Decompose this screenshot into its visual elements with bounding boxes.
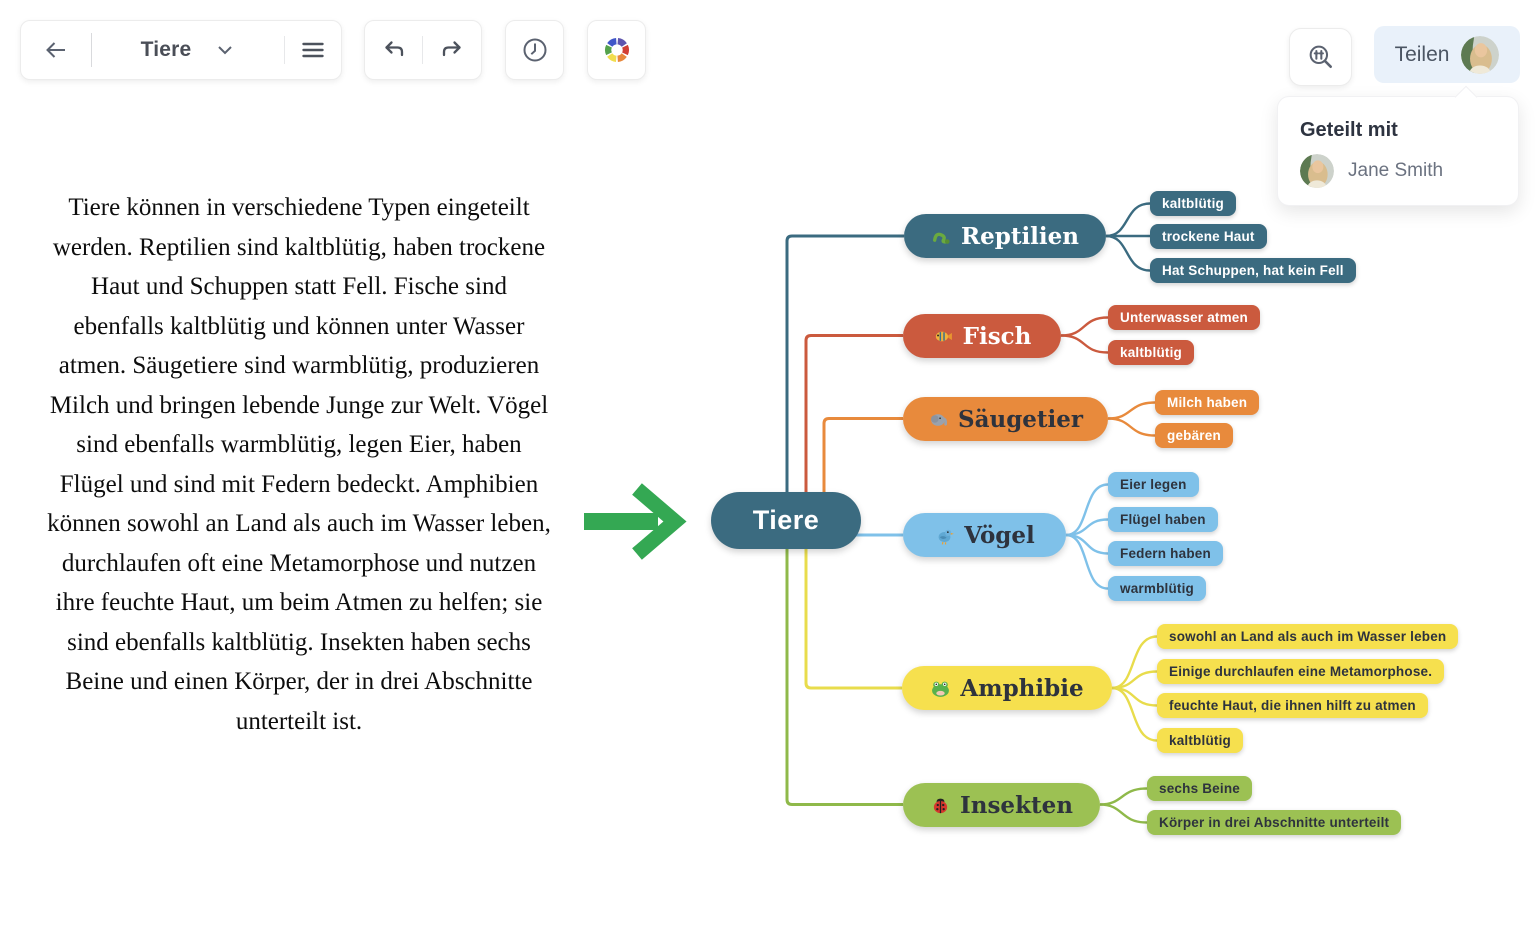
mindmap-root-node[interactable]: Tiere	[711, 492, 861, 549]
link-saeugetier	[822, 417, 903, 494]
root-label: Tiere	[752, 505, 820, 535]
leaf-node[interactable]: warmblütig	[1108, 576, 1207, 601]
elephant-icon	[931, 413, 948, 426]
leaf-node[interactable]: Hat Schuppen, hat kein Fell	[1150, 258, 1356, 283]
tropical-fish-icon	[935, 331, 952, 341]
shared-member-name: Jane Smith	[1348, 160, 1444, 181]
leaf-node[interactable]: Eier legen	[1108, 472, 1199, 497]
leaf-node[interactable]: Körper in drei Abschnitte unterteilt	[1147, 810, 1402, 835]
document-title: Tiere	[140, 38, 192, 61]
link-insekten	[785, 547, 903, 806]
branch-label: Fisch	[962, 322, 1032, 350]
leaf-node[interactable]: Unterwasser atmen	[1108, 305, 1260, 330]
leaf-node[interactable]: sowohl an Land als auch im Wasser leben	[1157, 624, 1459, 649]
branch-node-voegel[interactable]: Vögel	[903, 513, 1066, 557]
theme-toolbar	[587, 20, 646, 80]
divider	[91, 33, 92, 67]
branch-node-insekten[interactable]: Insekten	[903, 783, 1100, 827]
leaf-node[interactable]: kaltblütig	[1150, 191, 1236, 216]
document-toolbar: Tiere	[20, 20, 342, 80]
branch-node-saeugetier[interactable]: Säugetier	[903, 397, 1108, 441]
ladybug-icon	[933, 798, 948, 813]
branch-node-fisch[interactable]: Fisch	[903, 314, 1061, 358]
leaf-node[interactable]: Milch haben	[1155, 390, 1260, 415]
share-popup-title: Geteilt mit	[1300, 119, 1398, 141]
redo-icon	[442, 41, 461, 57]
history-button[interactable]	[506, 21, 563, 79]
divider	[422, 36, 423, 64]
back-button[interactable]	[21, 21, 91, 79]
branch-node-amphibie[interactable]: Amphibie	[902, 666, 1112, 710]
leaf-node[interactable]: Flügel haben	[1108, 507, 1218, 532]
leaf-node[interactable]: kaltblütig	[1157, 728, 1243, 753]
link-fisch	[804, 334, 903, 494]
avatar	[1461, 35, 1500, 74]
menu-button[interactable]	[285, 21, 341, 79]
redo-button[interactable]	[423, 21, 480, 79]
frog-icon	[932, 681, 950, 697]
share-label: Teilen	[1394, 42, 1450, 66]
undo-icon	[384, 41, 403, 57]
bird-icon	[938, 529, 955, 545]
branch-label: Insekten	[960, 791, 1073, 819]
document-title-button[interactable]: Tiere	[92, 21, 284, 79]
leaf-node[interactable]: Federn haben	[1108, 541, 1223, 566]
branch-label: Säugetier	[957, 405, 1084, 433]
transform-arrow	[584, 483, 687, 560]
branch-label: Amphibie	[960, 674, 1084, 702]
snake-icon	[932, 232, 950, 244]
branch-node-reptilien[interactable]: Reptilien	[904, 214, 1106, 258]
branch-label: Reptilien	[960, 222, 1080, 250]
color-wheel-icon	[604, 37, 629, 62]
undo-button[interactable]	[365, 21, 422, 79]
zoom-toolbar	[1289, 28, 1352, 86]
link-amphibie	[804, 547, 902, 690]
leaf-node[interactable]: Einige durchlaufen eine Metamorphose.	[1157, 659, 1445, 684]
theme-button[interactable]	[588, 21, 645, 79]
link-reptilien	[785, 234, 904, 494]
branch-label: Vögel	[964, 521, 1035, 549]
leaf-node[interactable]: kaltblütig	[1108, 340, 1194, 365]
leaf-node[interactable]: sechs Beine	[1147, 776, 1252, 801]
leaf-node[interactable]: gebären	[1155, 423, 1233, 448]
back-icon	[46, 42, 65, 58]
leaf-node[interactable]: trockene Haut	[1150, 224, 1267, 249]
undo-redo-toolbar	[364, 20, 482, 80]
chevron-down-icon	[218, 46, 233, 55]
menu-icon	[302, 42, 324, 58]
leaf-node[interactable]: feuchte Haut, die ihnen hilft zu atmen	[1157, 693, 1428, 718]
zoom-settings-button[interactable]	[1290, 29, 1351, 85]
divider	[284, 36, 285, 64]
source-paragraph: Tiere können in verschiedene Typen einge…	[47, 194, 551, 735]
history-toolbar	[505, 20, 564, 80]
avatar	[1300, 154, 1334, 188]
share-popup: Geteilt mit Jane Smith	[1277, 85, 1519, 206]
history-clock-icon	[523, 38, 546, 62]
shared-member-row[interactable]: Jane Smith	[1300, 154, 1518, 188]
share-button[interactable]: Teilen	[1374, 26, 1520, 83]
zoom-settings-icon	[1309, 45, 1332, 68]
